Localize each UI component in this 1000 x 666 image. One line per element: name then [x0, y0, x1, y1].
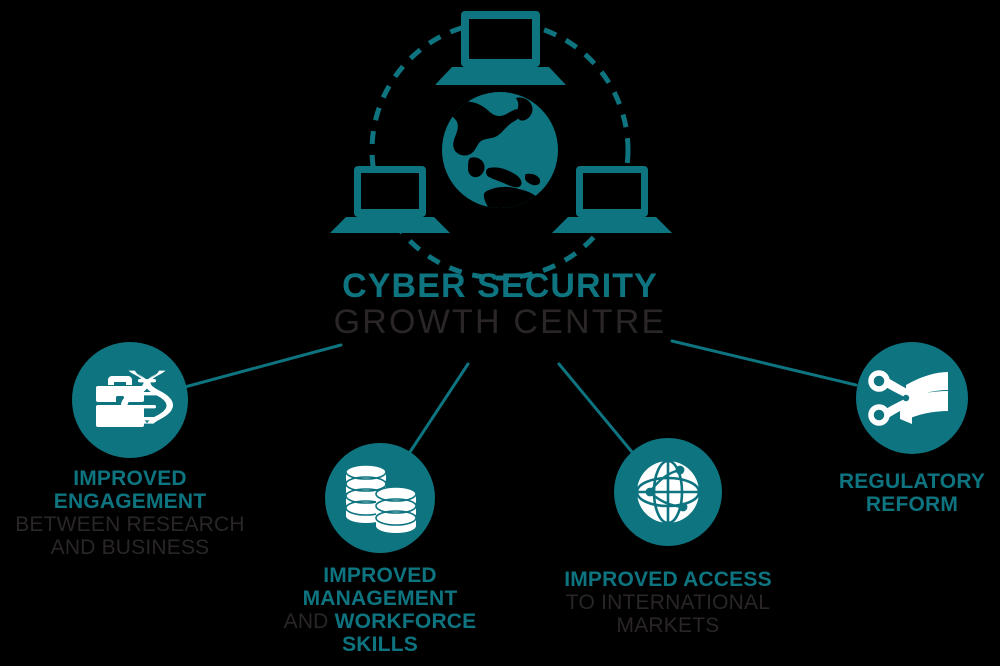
- node-label-run: MARKETS: [616, 614, 720, 638]
- connector-to-improved-management: [408, 362, 470, 454]
- node-label-line: TO INTERNATIONAL: [543, 591, 793, 614]
- node-label-run: IMPROVED: [323, 564, 437, 587]
- connector-to-improved-access: [557, 362, 634, 454]
- node-label-line: MANAGEMENT: [255, 587, 505, 610]
- node-label-run: ENGAGEMENT: [53, 490, 207, 514]
- node-label-run: TO INTERNATIONAL: [565, 591, 771, 615]
- node-label-line: ENGAGEMENT: [0, 490, 260, 513]
- briefcase-dna-icon: [96, 370, 173, 427]
- node-label-line: IMPROVED ACCESS: [543, 568, 793, 591]
- laptop-icon-left: [330, 166, 450, 233]
- hub-title-sub: GROWTH CENTRE: [333, 303, 667, 342]
- node-circle-improved-management[interactable]: [325, 443, 435, 553]
- laptop-icon-right: [552, 166, 672, 233]
- hub-title-main: CYBER SECURITY: [342, 267, 658, 305]
- connector-to-regulatory-reform: [670, 339, 858, 387]
- node-label-line: BETWEEN RESEARCH: [0, 513, 260, 536]
- node-label-line: MARKETS: [543, 614, 793, 637]
- node-label-line: IMPROVED: [0, 467, 260, 490]
- hub-title: CYBER SECURITY GROWTH CENTRE: [250, 268, 750, 340]
- node-circle-regulatory-reform[interactable]: [856, 342, 968, 454]
- node-label-run: IMPROVED ACCESS: [564, 568, 772, 591]
- node-label-run: AND: [283, 610, 335, 634]
- node-label-line: AND BUSINESS: [0, 536, 260, 559]
- node-circle-improved-engagement[interactable]: [72, 342, 188, 458]
- node-label-line: IMPROVED: [255, 564, 505, 587]
- node-label-run: BETWEEN RESEARCH: [15, 513, 245, 537]
- laptop-icon-top: [435, 11, 566, 85]
- node-label-run: SKILLS: [342, 633, 418, 657]
- node-label-run: MANAGEMENT: [302, 587, 458, 611]
- node-circle-improved-access[interactable]: [614, 438, 722, 546]
- wire-globe-icon: [635, 459, 701, 525]
- connector-to-improved-engagement: [179, 343, 343, 390]
- node-label-line: REFORM: [812, 493, 1000, 516]
- scissors-red-tape-icon: [868, 370, 948, 426]
- node-label-run: IMPROVED: [73, 467, 187, 490]
- coin-stacks-icon: [345, 464, 417, 533]
- node-label-run: AND BUSINESS: [50, 536, 210, 560]
- node-label-run: REGULATORY: [838, 470, 986, 493]
- node-label-line: REGULATORY: [812, 470, 1000, 493]
- node-label-line: AND WORKFORCE: [255, 610, 505, 633]
- node-label-line: SKILLS: [255, 633, 505, 656]
- node-label-run: REFORM: [865, 493, 959, 517]
- node-label-run: WORKFORCE: [334, 610, 477, 634]
- globe-icon: [442, 92, 558, 208]
